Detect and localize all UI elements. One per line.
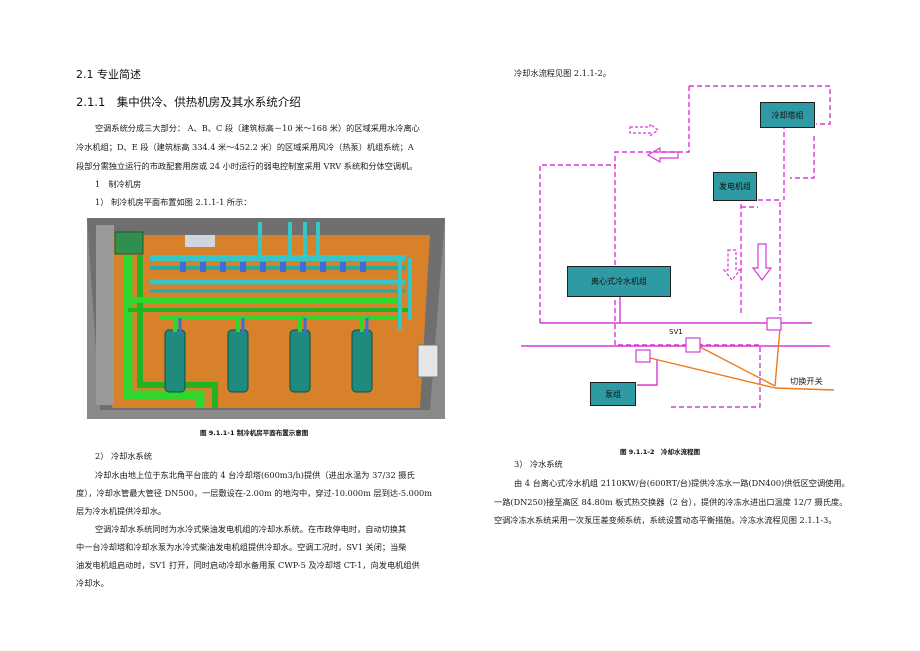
generator-box: 发电机组 bbox=[713, 172, 757, 201]
intro-line-3: 段部分需独立运行的市政配套用房或 24 小时运行的弱电控制室采用 VRV 系统和… bbox=[76, 161, 418, 171]
figure-1-caption: 图 9.1.1-1 制冷机房平面布置示意图 bbox=[200, 429, 309, 437]
intro-line-2: 冷水机组；D、E 段（建筑标高 334.4 米～452.2 米）的区域采用风冷（… bbox=[76, 142, 414, 152]
item-cooling-water: 2） 冷却水系统 bbox=[95, 451, 152, 461]
subsection-heading: 2.1.1 集中供冷、供热机房及其水系统介绍 bbox=[76, 95, 301, 109]
chiller-box: 离心式冷水机组 bbox=[567, 266, 671, 297]
switch-label: 切换开关 bbox=[790, 376, 823, 386]
item-chiller-room: 1 制冷机房 bbox=[95, 179, 142, 189]
section-heading: 2.1 专业简述 bbox=[76, 68, 141, 81]
cooling-line-1: 冷却水由地上位于东北角平台底的 4 台冷却塔(600m3/h)提供（进出水温为 … bbox=[95, 470, 415, 480]
cooling2-line-1: 空调冷却水系统同时为水冷式柴油发电机组的冷却水系统。在市政停电时，自动切换其 bbox=[95, 524, 407, 534]
pump-box: 泵组 bbox=[590, 382, 636, 406]
chilled-line-3: 空调冷冻水系统采用一次泵压差变频系统，系统设置动态平衡措施。冷冻水流程见图 2.… bbox=[494, 515, 837, 525]
intro-line-1: 空调系统分成三大部分： A、B、C 段（建筑标高－10 米～168 米）的区域采… bbox=[95, 123, 420, 133]
item-chilled-water: 3） 冷水系统 bbox=[514, 459, 563, 469]
cooling-tower-box: 冷却塔组 bbox=[760, 102, 815, 128]
cooling-line-2: 度），冷却水管最大管径 DN500，一层敷设在-2.00m 的地沟中，穿过-10… bbox=[76, 488, 433, 498]
item-chiller-layout: 1） 制冷机房平面布置如图 2.1.1-1 所示： bbox=[95, 197, 252, 207]
chilled-line-2: 一路(DN250)接至高区 84.80m 板式热交换器（2 台），提供的冷冻水进… bbox=[494, 497, 848, 507]
cooling2-line-4: 冷却水。 bbox=[76, 578, 109, 588]
figure-2-caption: 图 9.1.1-2 冷却水流程图 bbox=[620, 448, 700, 456]
cooling2-line-2: 中一台冷却塔和冷却水泵为水冷式柴油发电机组提供冷却水。空调工况时，SV1 关闭；… bbox=[76, 542, 407, 552]
right-top-text: 冷却水流程见图 2.1.1-2。 bbox=[514, 68, 611, 78]
cooling-line-3: 层为冷水机提供冷却水。 bbox=[76, 506, 167, 516]
valve-sv1-label: SV1 bbox=[669, 328, 683, 336]
chilled-line-1: 由 4 台离心式冷水机组 2110KW/台(600RT/台)提供冷冻水一路(DN… bbox=[514, 478, 850, 488]
cooling2-line-3: 油发电机组启动时，SV1 打开，同时启动冷却水备用泵 CWP-5 及冷却塔 CT… bbox=[76, 560, 420, 570]
